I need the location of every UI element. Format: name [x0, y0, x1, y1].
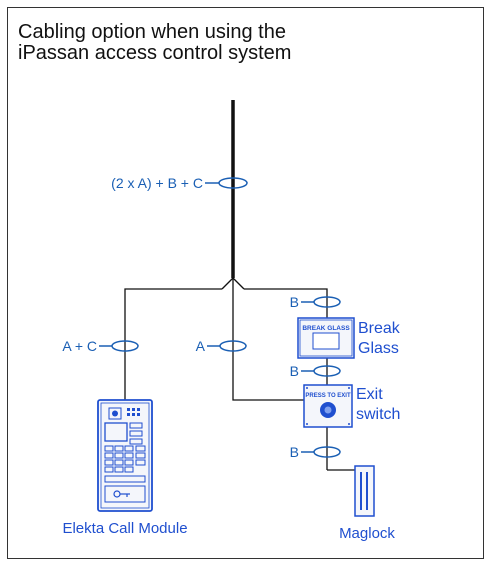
exit-switch-label-2: switch: [356, 406, 400, 423]
exit-cable-label: B: [290, 363, 299, 379]
main-cable-label: (2 x A) + B + C: [111, 175, 203, 191]
call-module-unit: [97, 399, 153, 512]
break-glass-label-1: Break: [358, 320, 401, 337]
break-glass-label-2: Glass: [358, 340, 399, 357]
title-line-1: Cabling option when using the: [18, 21, 286, 43]
maglock-cable-label: B: [290, 444, 299, 460]
maglock-unit: [354, 465, 375, 517]
maglock-label: Maglock: [339, 525, 395, 542]
bg-cable-label: B: [290, 294, 299, 310]
diagram-frame: [7, 7, 484, 559]
call-module-cable: [124, 288, 222, 400]
exit-switch-unit: PRESS TO EXIT: [303, 384, 353, 428]
exit-switch-plate-text: PRESS TO EXIT: [305, 393, 351, 399]
break-glass-plate-text: BREAK GLASS: [302, 325, 350, 332]
split-left-diag: [221, 277, 234, 290]
exit-switch-label-1: Exit: [356, 386, 383, 403]
break-glass-unit: BREAK GLASS: [297, 317, 355, 359]
device-bus-cable: [244, 288, 328, 318]
exit-feed-cable: [232, 278, 305, 401]
title-line-2: iPassan access control system: [18, 42, 292, 64]
split-right-diag: [232, 277, 245, 290]
exit-feed-label: A: [196, 338, 206, 354]
call-cable-label: A + C: [62, 338, 97, 354]
call-module-label: Elekta Call Module: [62, 520, 187, 537]
